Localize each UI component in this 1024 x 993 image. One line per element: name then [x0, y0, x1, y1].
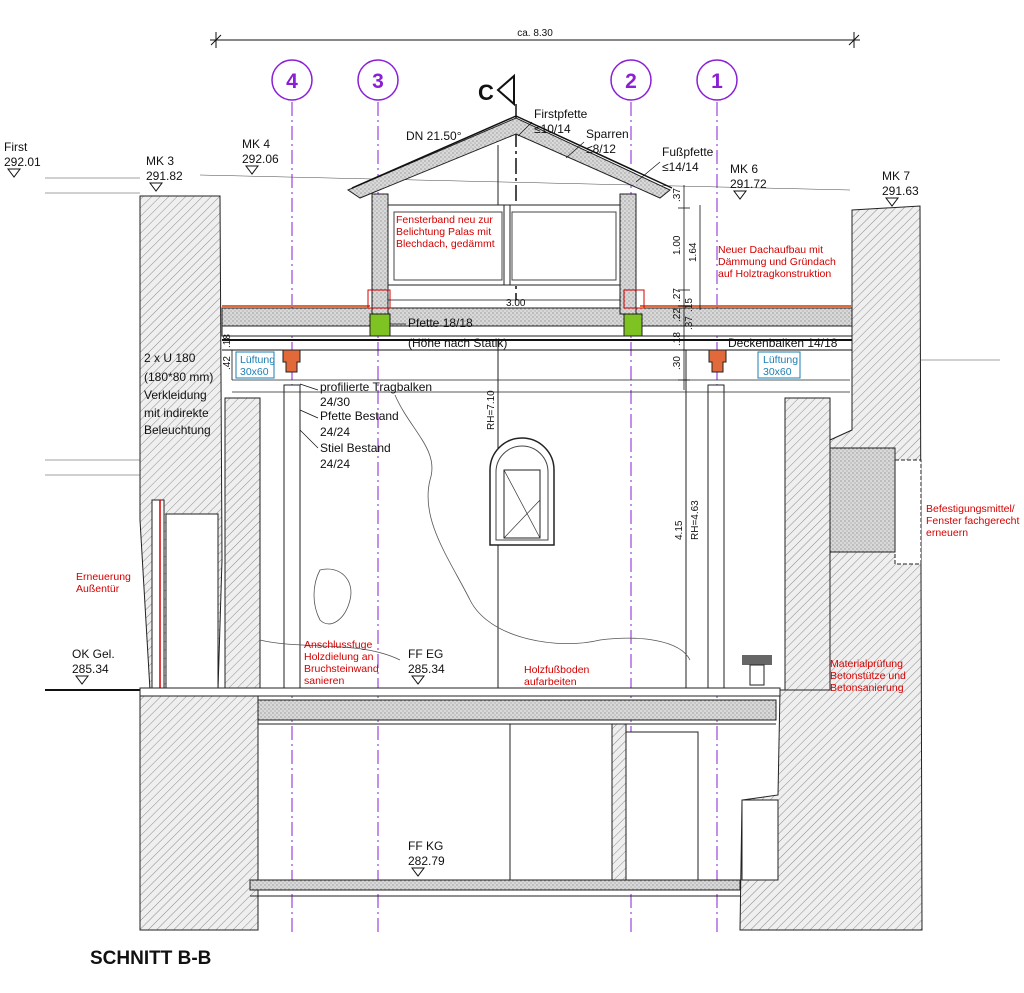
dim-30: .30 — [672, 356, 683, 370]
fusspfette-label: Fußpfette — [662, 145, 714, 159]
drawing-title: SCHNITT B-B — [90, 948, 211, 969]
u180-line-3: Verkleidung — [144, 388, 207, 402]
note-material-1: Materialprüfung — [830, 658, 903, 670]
elev-first-label: First — [4, 140, 28, 154]
note-holzfussboden-2: aufarbeiten — [524, 676, 577, 688]
roof-pitch: DN 21.50° — [406, 129, 462, 143]
lueftung-left-size: 30x60 — [240, 366, 269, 378]
note-anschluss-1: Anschlussfuge — [304, 639, 372, 651]
note-material-3: Betonsanierung — [830, 682, 904, 694]
overall-dimension-text: ca. 8.30 — [517, 28, 553, 39]
u180-line-1: 2 x U 180 — [144, 351, 196, 365]
note-befestigung-1: Befestigungsmittel/ — [926, 503, 1015, 515]
axis-1-number: 1 — [711, 70, 723, 93]
hoehe-statik-label: (Höhe nach Statik) — [408, 336, 507, 350]
dim-15: .15 — [684, 298, 695, 312]
elev-mk3-value: 291.82 — [146, 169, 183, 183]
dim-18b: .18 — [222, 334, 233, 348]
note-material-2: Betonstütze und — [830, 670, 906, 682]
dim-100: 1.00 — [672, 235, 683, 255]
basement — [249, 655, 772, 930]
elev-mk7-value: 291.63 — [882, 184, 919, 198]
elev-first-value: 292.01 — [4, 155, 41, 169]
right-wall — [739, 205, 923, 931]
dimension-texts: .37 1.00 1.64 3.00 .27 .22 .15 .37 .18 .… — [222, 188, 701, 540]
elevation-markers: First 292.01 MK 3 291.82 MK 4 292.06 MK … — [4, 137, 919, 877]
note-holzfussboden-1: Holzfußboden — [524, 664, 590, 676]
dim-rh463: RH=4.63 — [690, 500, 701, 540]
overall-dimension: ca. 8.30 — [210, 28, 860, 48]
note-dachaufbau-3: auf Holztragkonstruktion — [718, 268, 831, 280]
elev-mk4-value: 292.06 — [242, 152, 279, 166]
elev-ffeg-label: FF EG — [408, 647, 443, 661]
note-anschluss-3: Bruchsteinwand — [304, 663, 379, 675]
dim-27: .27 — [672, 288, 683, 302]
elev-ffkg-label: FF KG — [408, 839, 443, 853]
roof-labels: DN 21.50° Firstpfette ≤10/14 Sparren ≤8/… — [406, 107, 714, 183]
axis-3-number: 3 — [372, 70, 384, 93]
pfette-label: Pfette 18/18 — [408, 316, 473, 330]
interior — [232, 340, 850, 689]
tragbalken-line-5: Stiel Bestand — [320, 441, 391, 455]
ground-floor-slab — [139, 687, 781, 725]
sparren-size: ≤8/12 — [586, 142, 616, 156]
lueftung-right-label: Lüftung — [763, 354, 798, 366]
section-marker-letter: C — [478, 80, 494, 105]
firstpfette-label: Firstpfette — [534, 107, 588, 121]
elev-ffeg-value: 285.34 — [408, 662, 445, 676]
tragbalken-line-3: Pfette Bestand — [320, 409, 399, 423]
lueftung-right-size: 30x60 — [763, 366, 792, 378]
note-befestigung-2: Fenster fachgerecht — [926, 515, 1019, 527]
fusspfette-size: ≤14/14 — [662, 160, 699, 174]
lueftung-left-label: Lüftung — [240, 354, 275, 366]
elev-mk7-label: MK 7 — [882, 169, 910, 183]
sparren-label: Sparren — [586, 127, 629, 141]
dim-18: .18 — [672, 332, 683, 346]
elev-mk6-value: 291.72 — [730, 177, 767, 191]
dimension-chains — [231, 185, 701, 390]
dim-37: .37 — [672, 188, 683, 202]
dim-22: .22 — [672, 308, 683, 322]
firstpfette-size: ≤10/14 — [534, 122, 571, 136]
u180-line-5: Beleuchtung — [144, 423, 211, 437]
u180-line-2: (180*80 mm) — [144, 370, 213, 384]
note-dachaufbau-2: Dämmung und Gründach — [718, 256, 836, 268]
note-erneuerung-1: Erneuerung — [76, 571, 131, 583]
tragbalken-line-1: profilierte Tragbalken — [320, 380, 432, 394]
note-befestigung-3: erneuern — [926, 527, 968, 539]
left-wall — [139, 195, 261, 931]
tragbalken-line-4: 24/24 — [320, 425, 350, 439]
elev-okgel-value: 285.34 — [72, 662, 109, 676]
red-notes: Fensterband neu zur Belichtung Palas mit… — [76, 214, 1019, 694]
roof-lantern — [346, 115, 673, 337]
context-lines — [45, 174, 1000, 691]
note-dachaufbau-1: Neuer Dachaufbau mit — [718, 244, 823, 256]
note-anschluss-2: Holzdielung an — [304, 651, 374, 663]
deckenbalken-label: Deckenbalken 14/18 — [728, 336, 838, 350]
note-fensterband-1: Fensterband neu zur — [396, 214, 493, 226]
note-fensterband-3: Blechdach, gedämmt — [396, 238, 495, 250]
elev-ffkg-value: 282.79 — [408, 854, 445, 868]
dim-42: .42 — [222, 356, 233, 370]
note-anschluss-4: sanieren — [304, 675, 344, 687]
dim-415: 4.15 — [674, 520, 685, 540]
note-fensterband-2: Belichtung Palas mit — [396, 226, 491, 238]
tragbalken-line-6: 24/24 — [320, 457, 350, 471]
dim-37b: .37 — [684, 316, 695, 330]
elev-okgel-label: OK Gel. — [72, 647, 115, 661]
elev-mk4-label: MK 4 — [242, 137, 270, 151]
note-erneuerung-2: Außentür — [76, 583, 120, 595]
dim-rh710: RH=7.10 — [486, 390, 497, 430]
u180-line-4: mit indirekte — [144, 406, 209, 420]
tragbalken-line-2: 24/30 — [320, 395, 350, 409]
axis-2-number: 2 — [625, 70, 637, 93]
dim-164: 1.64 — [688, 242, 699, 262]
axis-4-number: 4 — [286, 70, 298, 93]
dim-300: 3.00 — [506, 298, 526, 309]
structure-labels: Pfette 18/18 (Höhe nach Statik) Deckenba… — [144, 316, 838, 471]
elev-mk6-label: MK 6 — [730, 162, 758, 176]
elev-mk3-label: MK 3 — [146, 154, 174, 168]
